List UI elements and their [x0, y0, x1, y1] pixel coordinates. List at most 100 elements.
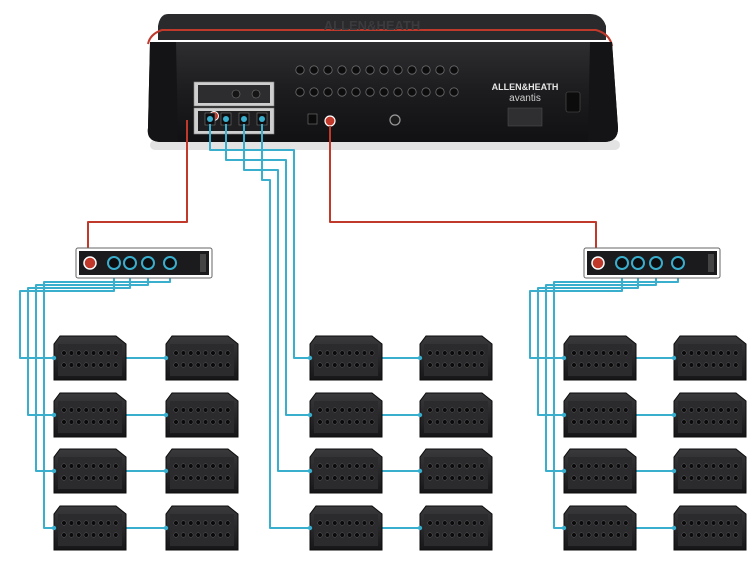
expander-xlr-port [62, 533, 67, 538]
expander-xlr-port [69, 533, 74, 538]
expander-xlr-port [211, 476, 216, 481]
expander-xlr-port [77, 464, 82, 469]
expander-xlr-port [218, 420, 223, 425]
expander-unit [418, 336, 492, 380]
expander-xlr-port [62, 351, 67, 356]
expander-xlr-port [465, 476, 470, 481]
expander-xlr-port [218, 363, 223, 368]
expander-xlr-port [587, 476, 592, 481]
expander-xlr-port [84, 464, 89, 469]
expander-xlr-port [601, 408, 606, 413]
expander-xlr-port [465, 351, 470, 356]
expander-face [314, 457, 378, 489]
expander-xlr-port [465, 420, 470, 425]
expander-xlr-port [572, 476, 577, 481]
expander-xlr-port [325, 351, 330, 356]
expander-xlr-port [340, 408, 345, 413]
expander-face [314, 401, 378, 433]
expander-link-port [672, 356, 676, 360]
expander-xlr-port [594, 521, 599, 526]
expander-xlr-port [114, 351, 119, 356]
console-slink-port [259, 116, 265, 122]
expander-face [170, 457, 234, 489]
console-model-name: avantis [509, 93, 541, 104]
expander-xlr-port [99, 476, 104, 481]
expander-xlr-port [203, 476, 208, 481]
expander-xlr-port [443, 363, 448, 368]
expander-xlr-port [443, 521, 448, 526]
console-brand-logo: ALLEN&HEATH [492, 82, 559, 92]
expander-unit [308, 336, 382, 380]
expander-xlr-port [711, 408, 716, 413]
console-xlr-port [324, 66, 332, 74]
expander-xlr-port [457, 476, 462, 481]
expander-link-port [562, 356, 566, 360]
expander-xlr-port [362, 521, 367, 526]
console-fibre-port-main [325, 116, 335, 126]
hub-cat5-port [672, 257, 684, 269]
console-xlr-port [380, 88, 388, 96]
expander-xlr-port [340, 351, 345, 356]
expander-xlr-port [594, 408, 599, 413]
expander-xlr-port [174, 476, 179, 481]
hub-cat5-port [108, 257, 120, 269]
expander-xlr-port [99, 464, 104, 469]
expander-xlr-port [211, 420, 216, 425]
console-xlr-port [394, 88, 402, 96]
expander-xlr-port [616, 420, 621, 425]
console-xlr-port [338, 66, 346, 74]
expander-xlr-port [704, 351, 709, 356]
expander-xlr-port [174, 363, 179, 368]
expander-face [58, 457, 122, 489]
console-xlr-port [394, 66, 402, 74]
expander-link-port [164, 413, 168, 417]
console: ALLEN&HEATH ALLEN&HEATH avantis [148, 14, 620, 150]
expander-xlr-port [203, 351, 208, 356]
expander-xlr-port [347, 408, 352, 413]
expander-xlr-port [370, 408, 375, 413]
expander-xlr-port [347, 464, 352, 469]
expander-xlr-port [579, 476, 584, 481]
console-xlr-port [352, 88, 360, 96]
expander-face [678, 344, 742, 376]
expander-unit [52, 336, 126, 380]
expander-xlr-port [91, 420, 96, 425]
expander-xlr-port [689, 351, 694, 356]
expander-xlr-port [616, 476, 621, 481]
expander-xlr-port [609, 464, 614, 469]
expander-xlr-port [211, 521, 216, 526]
expander-xlr-port [114, 476, 119, 481]
expander-xlr-port [572, 533, 577, 538]
expander-link-port [308, 469, 312, 473]
expander-xlr-port [472, 363, 477, 368]
hub-fibre-port [592, 257, 604, 269]
expander-xlr-port [174, 521, 179, 526]
expander-xlr-port [609, 533, 614, 538]
expander-xlr-port [587, 363, 592, 368]
expander-xlr-port [69, 476, 74, 481]
expander-xlr-port [340, 521, 345, 526]
hub-end-label [708, 254, 714, 272]
expander-xlr-port [211, 408, 216, 413]
expander-xlr-port [435, 476, 440, 481]
console-xlr-port [352, 66, 360, 74]
console-xlr-port [310, 88, 318, 96]
console-xlr-port [408, 66, 416, 74]
expander-xlr-port [211, 351, 216, 356]
expander-xlr-port [443, 408, 448, 413]
expander-xlr-port [174, 464, 179, 469]
console-left-cheek [148, 42, 178, 142]
expander-xlr-port [370, 533, 375, 538]
expander-xlr-port [719, 420, 724, 425]
expander-xlr-port [355, 363, 360, 368]
expander-xlr-port [203, 464, 208, 469]
expander-xlr-port [472, 533, 477, 538]
expander-xlr-port [616, 408, 621, 413]
expander-xlr-port [726, 521, 731, 526]
expander-xlr-port [84, 420, 89, 425]
expander-xlr-port [318, 408, 323, 413]
expander-xlr-port [435, 408, 440, 413]
expander-xlr-port [333, 533, 338, 538]
expander-xlr-port [318, 476, 323, 481]
expander-xlr-port [579, 351, 584, 356]
